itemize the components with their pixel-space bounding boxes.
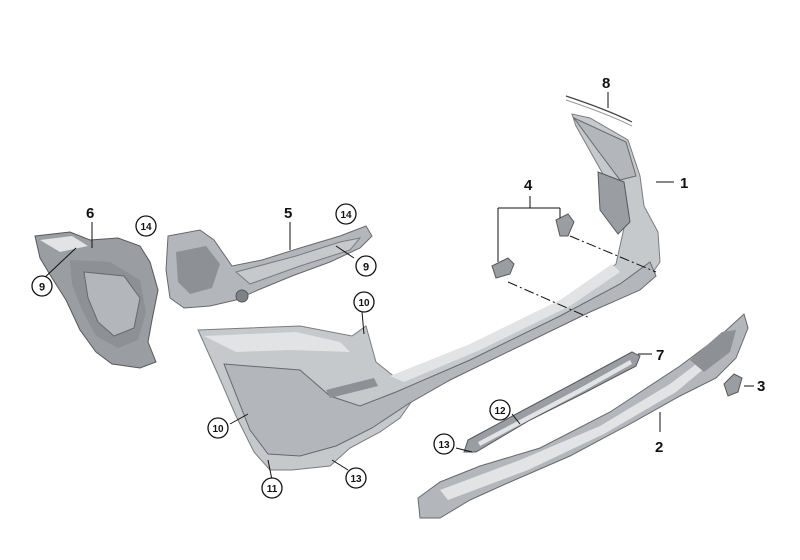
leader-lines <box>41 92 754 481</box>
svg-text:2: 2 <box>655 439 663 456</box>
svg-text:4: 4 <box>524 177 533 194</box>
svg-text:10: 10 <box>358 298 370 309</box>
svg-text:13: 13 <box>438 440 450 451</box>
centerline-2 <box>569 235 657 273</box>
callout-13-left: 13 <box>433 433 455 455</box>
callout-10-left: 10 <box>207 417 229 439</box>
callout-4: 4 <box>524 177 533 194</box>
callout-10-top: 10 <box>353 291 375 313</box>
svg-text:8: 8 <box>602 75 610 92</box>
svg-text:14: 14 <box>340 210 352 221</box>
part-5-support <box>165 225 373 309</box>
svg-text:10: 10 <box>212 424 224 435</box>
callout-9-right: 9 <box>355 255 377 277</box>
callout-8: 8 <box>602 75 610 92</box>
callout-14-right: 14 <box>335 203 357 225</box>
callout-9-left: 9 <box>31 275 53 297</box>
callout-14-left: 14 <box>135 215 157 237</box>
svg-text:6: 6 <box>86 205 94 222</box>
svg-text:9: 9 <box>363 262 369 274</box>
part-2-diffuser <box>417 313 749 519</box>
callout-13-right: 13 <box>345 467 367 489</box>
callout-11: 11 <box>261 477 283 499</box>
part-7-trim-rail <box>463 351 641 453</box>
part-3-clip <box>723 373 743 397</box>
svg-text:1: 1 <box>680 175 688 192</box>
svg-text:7: 7 <box>656 347 664 364</box>
centerline-1 <box>507 281 591 319</box>
callout-7: 7 <box>656 347 664 364</box>
callout-6: 6 <box>86 205 94 222</box>
svg-text:3: 3 <box>757 378 765 395</box>
part-4-clips <box>491 213 575 279</box>
part-8-strip <box>565 95 633 123</box>
part-1-bumper-cover <box>197 113 661 471</box>
svg-text:12: 12 <box>494 406 506 417</box>
svg-text:9: 9 <box>39 282 45 294</box>
callout-12: 12 <box>489 399 511 421</box>
callout-5: 5 <box>284 205 292 222</box>
svg-text:14: 14 <box>140 222 152 233</box>
callout-3: 3 <box>757 378 765 395</box>
callout-1: 1 <box>680 175 688 192</box>
svg-text:5: 5 <box>284 205 292 222</box>
callout-2: 2 <box>655 439 663 456</box>
svg-text:11: 11 <box>267 484 278 495</box>
svg-text:13: 13 <box>350 474 362 485</box>
part-6-bracket <box>34 231 159 369</box>
